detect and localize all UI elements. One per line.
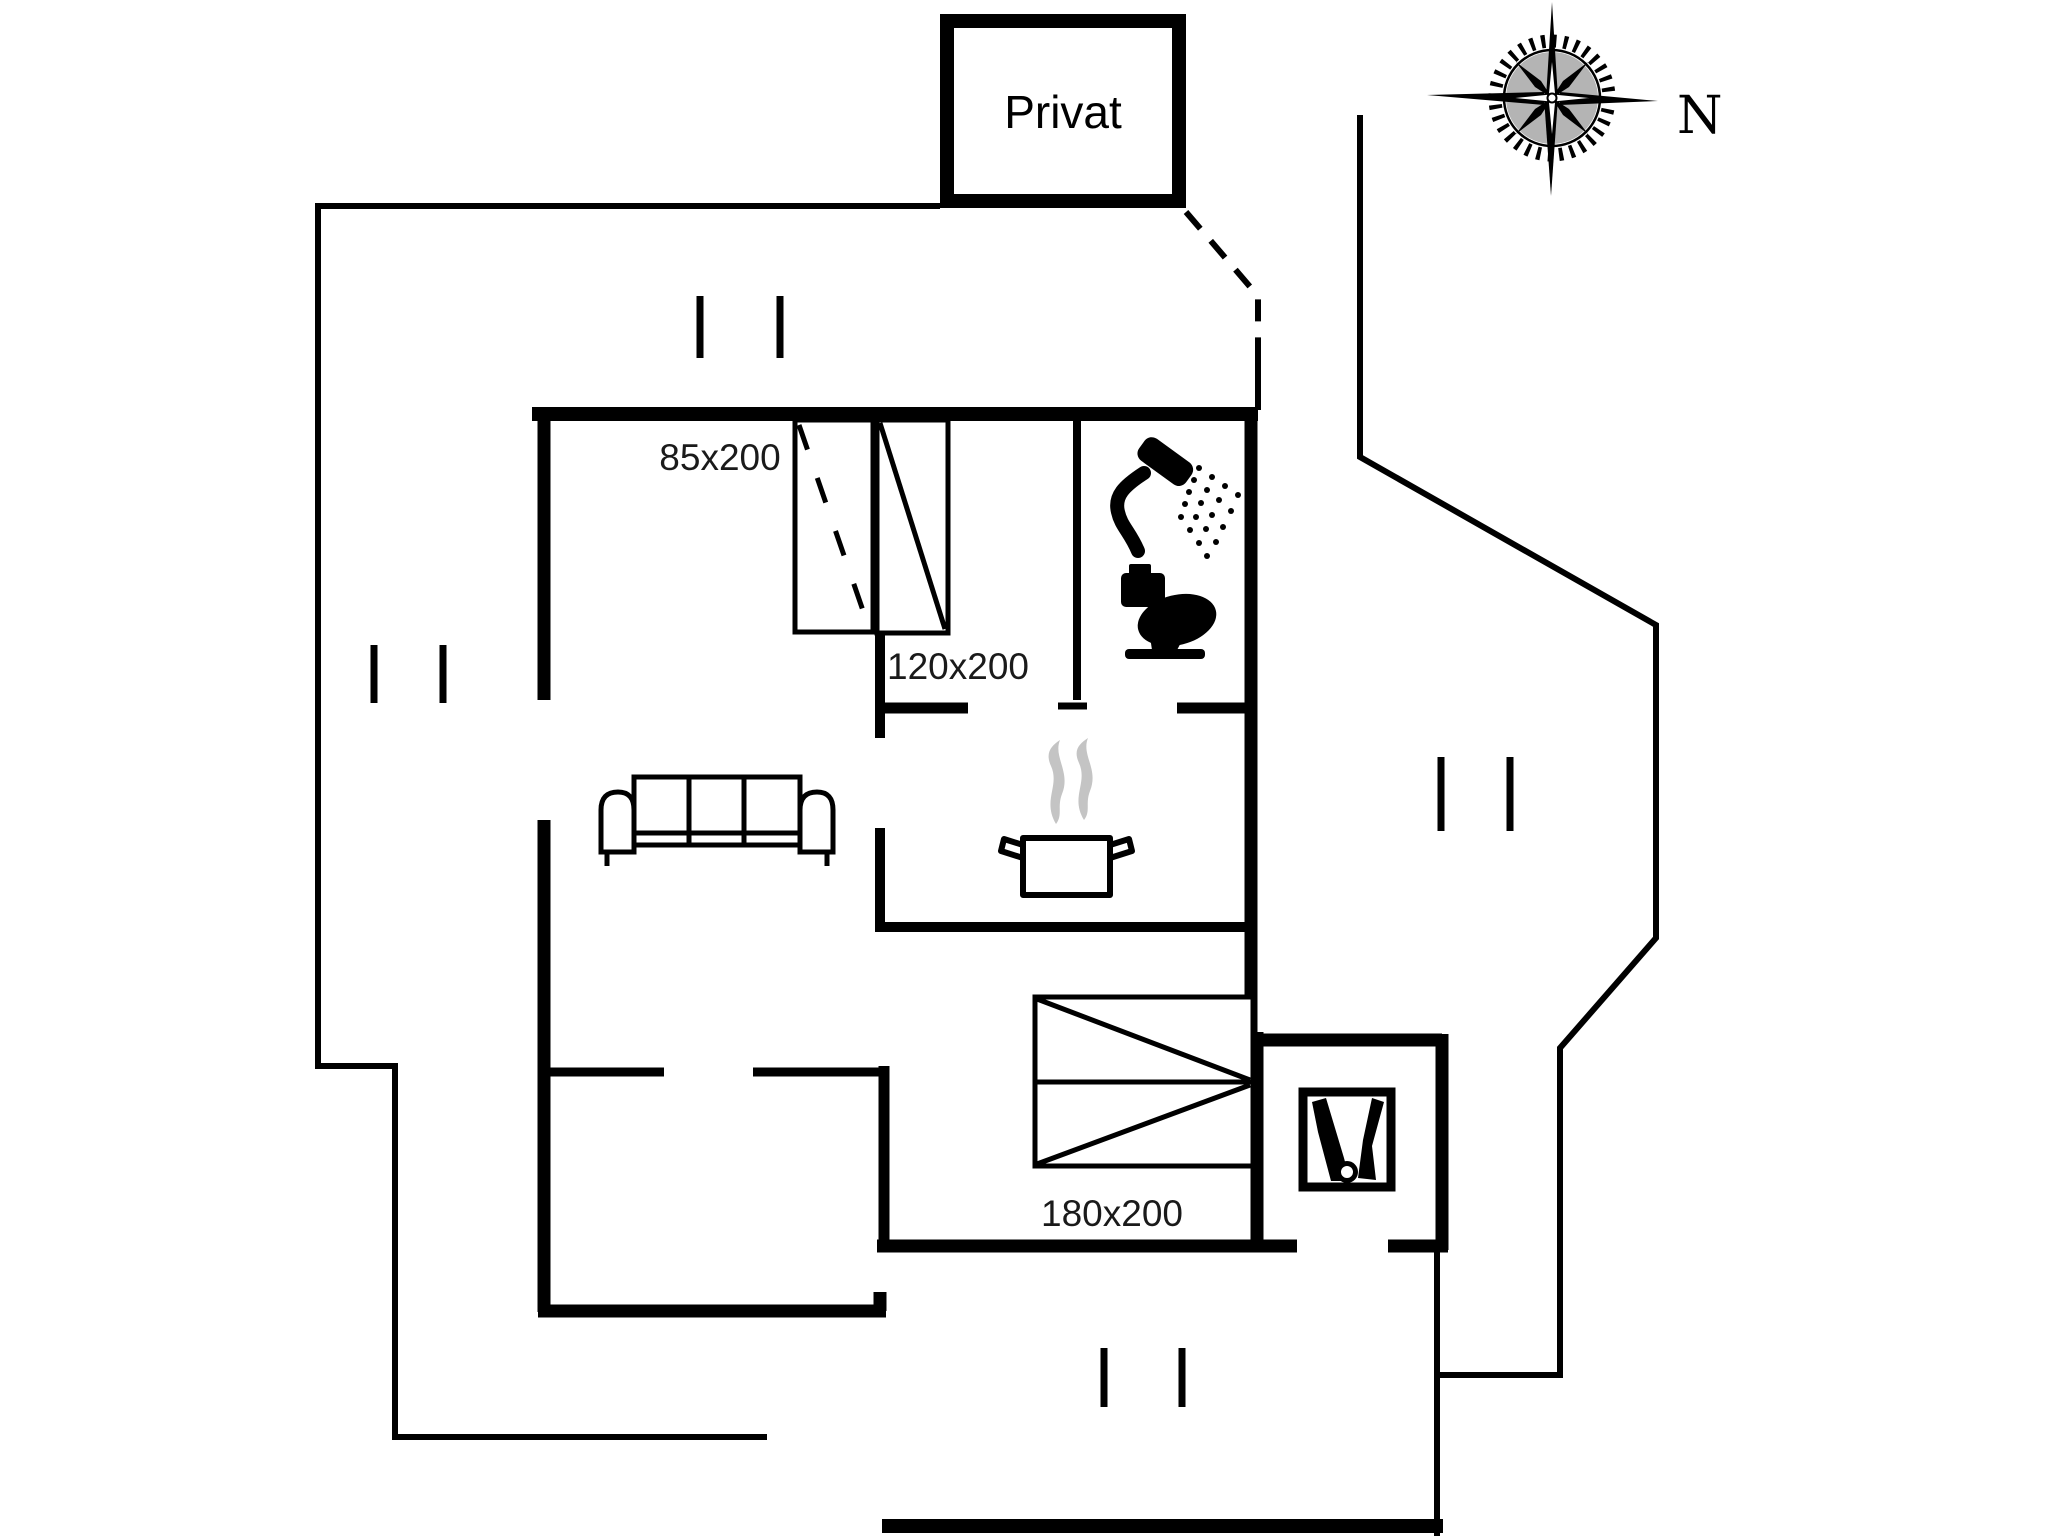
- outer-boundary: [315, 115, 1659, 1536]
- private-area-box: Privat: [940, 14, 1186, 208]
- private-area-label: Privat: [1004, 86, 1122, 138]
- outer-boundary-left: [315, 203, 940, 1440]
- shower-spray-dots: [1178, 465, 1241, 559]
- bed-120x200: [874, 417, 951, 636]
- utility-icon: [1298, 1087, 1396, 1192]
- compass-rose-icon: N: [1427, 2, 1723, 196]
- shower-icon: [1110, 437, 1241, 559]
- compass-north-label: N: [1677, 86, 1723, 146]
- bed-180x200: [1032, 994, 1256, 1169]
- bed-180x200-label: 180x200: [1041, 1193, 1183, 1234]
- steam-icon: [1048, 738, 1093, 824]
- outer-boundary-dashed-corner: [1183, 210, 1261, 366]
- sofa-icon: [598, 774, 836, 866]
- house-walls: [532, 407, 1449, 1318]
- bed-85x200-label: 85x200: [659, 437, 780, 478]
- bed-85x200: [792, 417, 876, 635]
- bed-120x200-label: 120x200: [887, 646, 1029, 687]
- outer-boundary-right: [1357, 115, 1659, 1378]
- window-marks: [370, 296, 1514, 1407]
- toilet-icon: [1121, 564, 1217, 659]
- cooking-pot-icon: [998, 835, 1135, 898]
